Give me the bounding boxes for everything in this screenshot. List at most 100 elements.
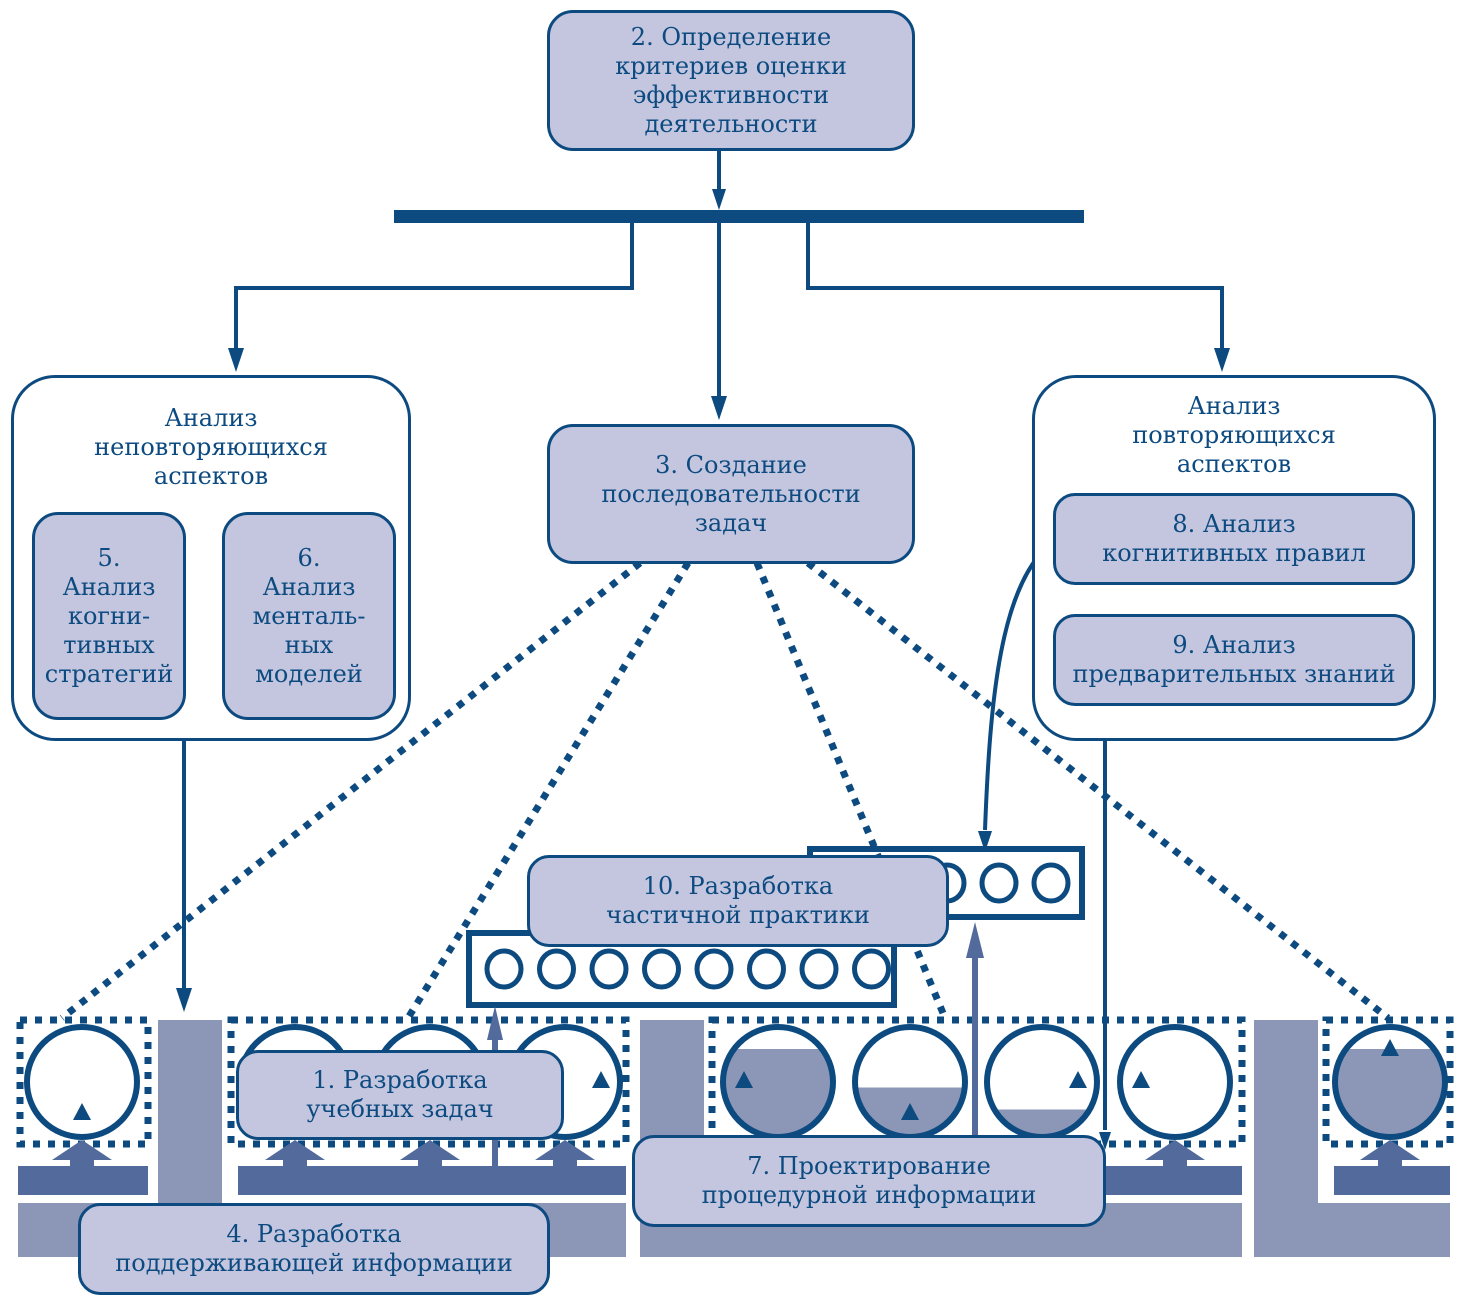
arrowhead-icon — [1214, 348, 1230, 372]
node-line: 6. — [297, 543, 321, 572]
procedural-up-arrow-stem — [418, 1158, 442, 1168]
procedural-up-arrow-stem — [283, 1158, 307, 1168]
procedural-info-bar — [18, 1166, 148, 1195]
practice-item-circle — [852, 948, 891, 990]
procedural-up-arrow-stem — [70, 1158, 94, 1168]
node-2-performance-objectives[interactable]: 2. Определение критериев оценки эффектив… — [547, 10, 915, 151]
distribution-bus — [394, 210, 1084, 223]
title-line: Анализ — [1187, 392, 1281, 420]
learning-task-circle — [1332, 1024, 1448, 1140]
procedural-info-bar — [1334, 1166, 1450, 1195]
practice-item-circle — [747, 948, 786, 990]
procedural-up-arrow-icon — [535, 1140, 595, 1160]
node-line: учебных задач — [306, 1095, 494, 1123]
node-line: ных — [284, 630, 334, 659]
task-marker-icon — [901, 1103, 919, 1120]
learning-task-bg — [1120, 1027, 1230, 1137]
node-line: 9. Анализ — [1172, 631, 1296, 659]
node-5-cognitive-strategies[interactable]: 5. Анализ когни- тивных стратегий — [32, 512, 186, 720]
arrowhead-icon — [978, 831, 992, 852]
node-line: 10. Разработка — [642, 872, 834, 900]
node-line: критериев оценки — [615, 51, 847, 80]
procedural-up-arrow-icon — [52, 1140, 112, 1160]
task-marker-icon — [73, 1103, 91, 1120]
node-8-cognitive-rules[interactable]: 8. Анализ когнитивных правил — [1053, 493, 1415, 585]
title-line: аспектов — [153, 462, 269, 490]
connector — [234, 223, 634, 355]
procedural-up-arrow-icon — [1360, 1140, 1420, 1160]
title-line: Анализ — [164, 404, 258, 432]
title-line: повторяющихся — [1132, 421, 1336, 449]
node-6-mental-models[interactable]: 6. Анализ менталь- ных моделей — [222, 512, 396, 720]
node-line: поддерживающей информации — [115, 1249, 513, 1277]
dotted-connector — [805, 560, 1391, 1021]
arrowhead-icon — [1099, 1132, 1111, 1150]
node-line: 8. Анализ — [1172, 510, 1296, 538]
node-line: процедурной информации — [701, 1181, 1037, 1209]
up-arrow-icon — [966, 922, 984, 958]
practice-item-circle — [694, 948, 734, 990]
node-line: задач — [694, 508, 768, 537]
procedural-info-bar — [238, 1166, 626, 1195]
practice-item-circle — [642, 948, 681, 990]
arrowhead-icon — [711, 396, 727, 420]
node-line: деятельности — [644, 109, 818, 138]
task-marker-icon — [735, 1071, 753, 1088]
procedural-up-arrow-stem — [553, 1158, 577, 1168]
practice-item-circle — [484, 948, 524, 990]
node-line: Анализ — [62, 572, 156, 601]
node-line: моделей — [255, 659, 363, 688]
dotted-connector — [59, 560, 643, 1021]
node-line: 7. Проектирование — [747, 1152, 991, 1180]
node-line: когни- — [67, 601, 151, 630]
node-line: Анализ — [262, 572, 356, 601]
task-marker-icon — [592, 1071, 610, 1088]
practice-item-circle — [589, 948, 629, 990]
task-class-frame — [227, 1016, 630, 1148]
node-9-prerequisite-knowledge[interactable]: 9. Анализ предварительных знаний — [1053, 614, 1415, 706]
practice-item-circle — [799, 948, 839, 990]
procedural-up-arrow-icon — [265, 1140, 325, 1160]
node-line: частичной практики — [606, 901, 870, 929]
node-line: 4. Разработка — [226, 1220, 402, 1248]
node-line: 2. Определение — [630, 22, 832, 51]
procedural-up-arrow-stem — [1163, 1158, 1187, 1168]
task-class-frame — [1322, 1016, 1454, 1148]
procedural-up-arrow-stem — [1378, 1158, 1402, 1168]
node-3-sequence-task-classes[interactable]: 3. Создание последовательности задач — [547, 424, 915, 564]
node-line: 5. — [97, 543, 121, 572]
up-arrow-icon — [487, 1006, 503, 1040]
node-10-part-task-practice[interactable]: 10. Разработка частичной практики — [527, 855, 949, 947]
connector — [806, 223, 1224, 355]
procedural-up-arrow-icon — [1145, 1140, 1205, 1160]
node-line: предварительных знаний — [1072, 660, 1396, 688]
learning-task-bg — [27, 1027, 137, 1137]
arrowhead-icon — [228, 348, 244, 372]
node-1-learning-tasks[interactable]: 1. Разработка учебных задач — [236, 1050, 564, 1140]
title-line: неповторяющихся — [94, 433, 328, 461]
node-line: эффективности — [632, 80, 830, 109]
supportive-info-pillar — [158, 1020, 222, 1203]
learning-task-circle — [1117, 1024, 1233, 1140]
task-marker-icon — [1069, 1071, 1087, 1088]
group-recurrent-title: Анализ повторяющихся аспектов — [1035, 392, 1433, 479]
supportive-info-band — [1254, 1203, 1450, 1257]
arrowhead-icon — [176, 988, 192, 1012]
node-line: тивных — [63, 630, 155, 659]
node-line: стратегий — [44, 659, 174, 688]
learning-task-circle — [24, 1024, 140, 1140]
procedural-up-arrow-icon — [400, 1140, 460, 1160]
task-marker-icon — [1132, 1071, 1150, 1088]
node-line: менталь- — [252, 601, 366, 630]
title-line: аспектов — [1176, 450, 1292, 478]
node-7-procedural-information[interactable]: 7. Проектирование процедурной информации — [632, 1135, 1106, 1227]
node-4-supportive-information[interactable]: 4. Разработка поддерживающей информации — [78, 1203, 550, 1295]
task-marker-icon — [1381, 1039, 1399, 1056]
practice-item-circle — [537, 948, 576, 990]
node-line: последовательности — [601, 479, 861, 508]
group-nonrecurrent-title: Анализ неповторяющихся аспектов — [14, 404, 408, 491]
node-line: 1. Разработка — [312, 1066, 488, 1094]
practice-item-circle — [1031, 862, 1071, 904]
node-line: 3. Создание — [655, 450, 807, 479]
node-line: когнитивных правил — [1102, 539, 1366, 567]
